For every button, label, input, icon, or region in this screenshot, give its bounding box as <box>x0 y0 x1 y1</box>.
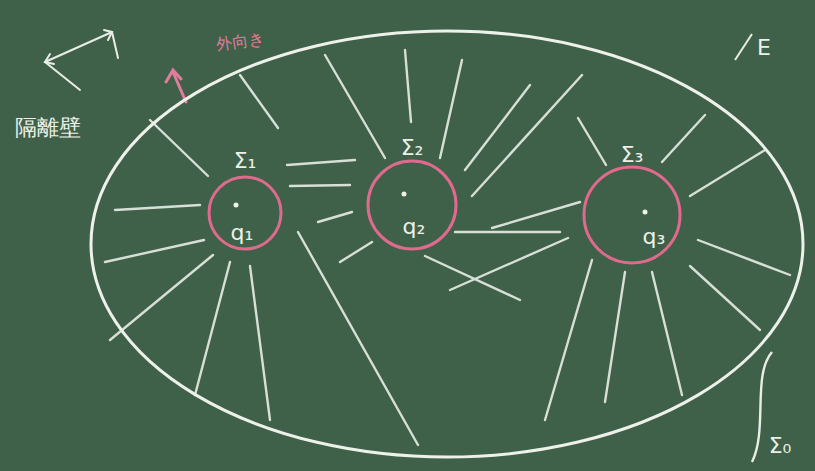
charge-label: q₂ <box>403 215 426 239</box>
closed-surface: Σ₀Σ₁q₁Σ₂q₂Σ₃q₃ <box>88 28 806 460</box>
sphere-outline <box>582 165 682 265</box>
surface-name: Σ₂ <box>401 136 424 160</box>
charge-label: q₁ <box>231 221 254 245</box>
surface-name: Σ₁ <box>234 149 257 173</box>
surface-outline <box>88 28 806 460</box>
surface-name: Σ₀ <box>769 434 792 458</box>
gauss-sphere: Σ₃q₃ <box>582 165 682 265</box>
field-symbol: E <box>757 36 771 60</box>
surface-name: Σ₃ <box>621 143 644 167</box>
wall-label: 隔離壁 <box>15 116 81 140</box>
direction-label: 外向き <box>215 30 265 54</box>
charge-label: q₃ <box>643 225 666 249</box>
gauss-sphere: Σ₁q₁ <box>207 175 283 251</box>
gauss-sphere: Σ₂q₂ <box>366 159 458 251</box>
